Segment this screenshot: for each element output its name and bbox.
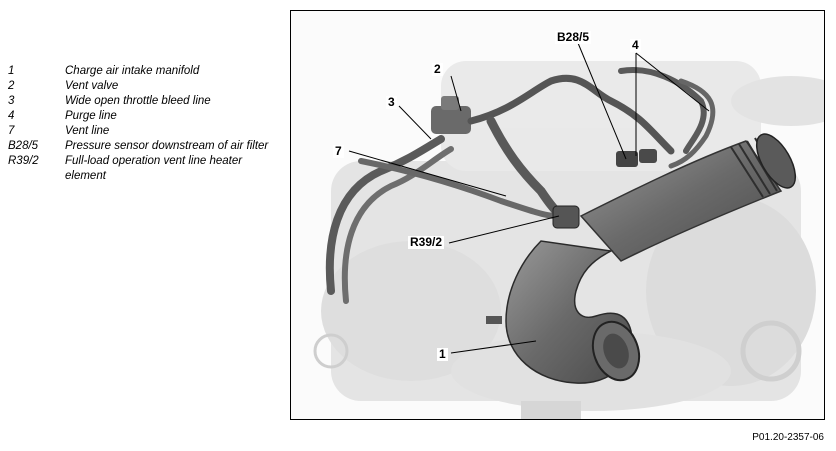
legend-description: Wide open throttle bleed line (65, 95, 211, 107)
callout-1: 1 (437, 347, 448, 361)
vent-line-hose (358, 158, 559, 219)
legend-code: R39/2 (8, 155, 39, 167)
pressure-sensor (616, 151, 638, 167)
air-intake-duct (579, 140, 783, 262)
legend-description: Charge air intake manifold (65, 65, 200, 77)
legend-description: Vent valve (65, 80, 119, 92)
legend-description: Purge line (65, 110, 117, 122)
legend-row: R39/2 Full-load operation vent line heat… (8, 154, 278, 184)
callout-r39-2: R39/2 (408, 235, 445, 249)
legend-code: 7 (8, 125, 15, 137)
engine-drawing (313, 42, 824, 419)
figure-id: P01.20-2357-06 (752, 432, 824, 443)
callout-7: 7 (333, 144, 344, 158)
callout-2: 2 (432, 62, 443, 76)
callout-3: 3 (386, 95, 397, 109)
legend-row: 4 Purge line (8, 109, 278, 124)
callout-b28-5: B28/5 (555, 30, 592, 44)
legend-code: 1 (8, 65, 15, 77)
legend-row: 2 Vent valve (8, 79, 278, 94)
legend-description: Vent line (65, 125, 110, 137)
legend-code: 4 (8, 110, 15, 122)
legend-row: B28/5 Pressure sensor downstream of air … (8, 139, 278, 154)
callout-4: 4 (630, 38, 641, 52)
leader-lines (348, 42, 710, 354)
legend-row: 1 Charge air intake manifold (8, 64, 278, 79)
legend-row: 3 Wide open throttle bleed line (8, 94, 278, 109)
vent-valve-body (431, 106, 471, 134)
legend-description: Full-load operation vent line heater ele… (65, 155, 243, 182)
legend-description: Pressure sensor downstream of air filter (65, 140, 269, 152)
engine-illustration: 2 3 7 B28/5 4 R39/2 1 (290, 10, 825, 420)
legend-row: 7 Vent line (8, 124, 278, 139)
legend-code: 3 (8, 95, 15, 107)
legend-code: B28/5 (8, 140, 39, 152)
bleed-line-hose (325, 135, 445, 295)
purge-line-hose (467, 74, 675, 155)
legend: 1 Charge air intake manifold 2 Vent valv… (8, 64, 278, 184)
legend-code: 2 (8, 80, 15, 92)
